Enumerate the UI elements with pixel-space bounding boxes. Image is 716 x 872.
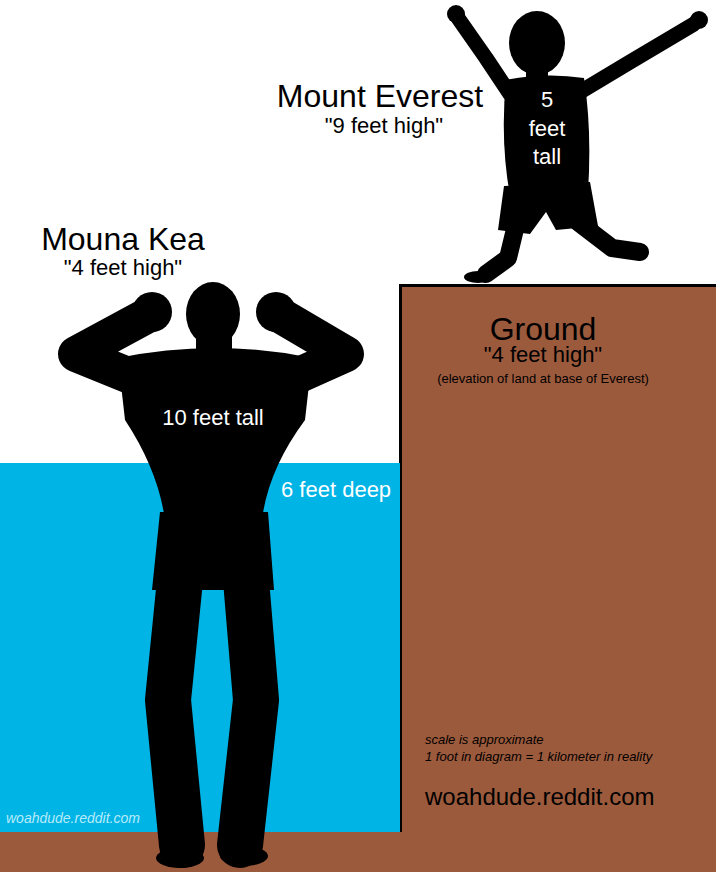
site-credit: woahdude.reddit.com <box>425 783 654 811</box>
text-slot: 5 feet tall <box>522 86 572 172</box>
depth-note: 6 feet deep <box>281 477 391 502</box>
seabed <box>0 830 716 872</box>
mountain-name: Mouna Kea <box>41 221 205 258</box>
man-figure: Mouna Kea"4 feet high" 10 feet tall <box>30 222 375 870</box>
scale-note: scale is approximate <box>425 733 544 748</box>
text-slot: (elevation of land at base of Everest) <box>437 372 649 387</box>
watermark: woahdude.reddit.com <box>6 810 140 826</box>
mountain-name: Mount Everest <box>277 78 483 115</box>
child-silhouette <box>270 0 710 285</box>
text-slot: 10 feet tall <box>162 405 264 430</box>
text-slot: "4 feet high" <box>64 255 182 280</box>
text-slot: woahdude.reddit.com <box>425 783 654 811</box>
text-slot: 1 foot in diagram = 1 kilometer in reali… <box>425 750 652 765</box>
text-slot: scale is approximate <box>425 733 544 748</box>
figure-height: 5 feet tall <box>522 86 572 172</box>
text-slot: "9 feet high" <box>325 113 443 138</box>
text-slot: woahdude.reddit.com <box>6 810 140 826</box>
height-note: "9 feet high" <box>325 113 443 138</box>
height-note: "4 feet high" <box>64 255 182 280</box>
child-figure: Mount Everest"9 feet high" 5 feet tall <box>270 0 710 285</box>
elevation-note: (elevation of land at base of Everest) <box>437 372 649 387</box>
text-slot: Mouna Kea <box>41 221 205 258</box>
man-silhouette <box>30 222 375 870</box>
figure-height: 10 feet tall <box>162 405 264 430</box>
ground-block: Ground"4 feet high"(elevation of land at… <box>399 284 716 832</box>
height-note: "4 feet high" <box>484 342 602 367</box>
text-slot: "4 feet high" <box>484 342 602 367</box>
scale-note: 1 foot in diagram = 1 kilometer in reali… <box>425 750 652 765</box>
text-slot: Mount Everest <box>277 78 483 115</box>
text-slot: 6 feet deep <box>281 477 391 502</box>
